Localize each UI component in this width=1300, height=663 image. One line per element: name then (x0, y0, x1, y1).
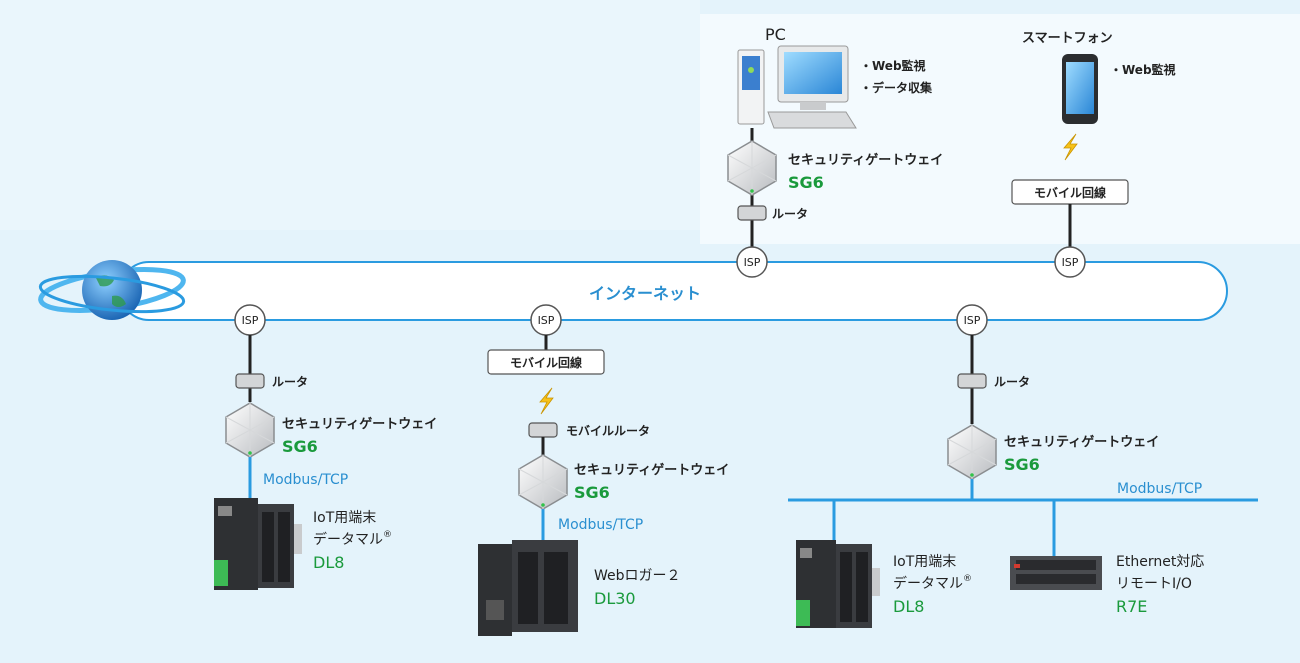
isp-label-right: ISP (964, 314, 981, 327)
controller-icon (214, 498, 302, 590)
globe-icon (38, 260, 186, 320)
controller-icon (478, 540, 578, 636)
left-router-label: ルータ (272, 375, 308, 389)
r7e-line2: リモートI/O (1116, 576, 1192, 592)
pc-icon (737, 45, 857, 129)
middle-gateway-model: SG6 (574, 483, 610, 502)
r7e-model: R7E (1116, 597, 1147, 616)
pc-gateway-label: セキュリティゲートウェイ (788, 152, 943, 168)
smartphone-function-1: ・Web監視 (1110, 62, 1176, 77)
router-icon (957, 373, 987, 389)
right-dl8-model: DL8 (893, 597, 924, 616)
controller-icon (796, 540, 880, 628)
middle-gateway-label: セキュリティゲートウェイ (574, 462, 729, 478)
left-dl8-line2: データマル® (313, 530, 392, 548)
isp-label-middle: ISP (538, 314, 555, 327)
gateway-icon (947, 424, 997, 480)
right-dl8-line2: データマル® (893, 574, 972, 592)
router-icon (737, 205, 767, 221)
right-gateway-label: セキュリティゲートウェイ (1004, 434, 1159, 450)
lightning-icon (539, 387, 554, 415)
smartphone-title: スマートフォン (1022, 31, 1113, 46)
left-protocol: Modbus/TCP (263, 472, 348, 488)
left-dl8-model: DL8 (313, 553, 344, 572)
pc-router-label: ルータ (772, 207, 808, 221)
middle-protocol: Modbus/TCP (558, 517, 643, 533)
left-dl8-line1: IoT用端末 (313, 510, 376, 526)
mobile-line-box-middle (487, 349, 605, 375)
pc-gateway-model: SG6 (788, 173, 824, 192)
dl30-line1: Webロガー２ (594, 568, 681, 584)
right-router-label: ルータ (994, 375, 1030, 389)
smartphone-icon (1062, 54, 1098, 124)
mobile-router-label: モバイルルータ (566, 424, 650, 438)
router-icon (235, 373, 265, 389)
right-gateway-model: SG6 (1004, 455, 1040, 474)
right-protocol: Modbus/TCP (1117, 481, 1202, 497)
left-gateway-label: セキュリティゲートウェイ (282, 416, 437, 432)
left-gateway-model: SG6 (282, 437, 318, 456)
dl30-model: DL30 (594, 589, 636, 608)
gateway-icon (225, 402, 275, 458)
isp-label-left: ISP (242, 314, 259, 327)
pc-title: PC (765, 25, 786, 44)
remote-io-icon (1010, 556, 1102, 590)
mobile-line-label-middle: モバイル回線 (510, 355, 582, 370)
isp-label-phone: ISP (1062, 256, 1079, 269)
pc-function-1: ・Web監視 (860, 58, 926, 73)
pc-function-2: ・データ収集 (860, 80, 933, 95)
right-dl8-line1: IoT用端末 (893, 554, 956, 570)
gateway-icon (518, 454, 568, 510)
mobile-line-label-top: モバイル回線 (1034, 185, 1106, 200)
router-icon (528, 422, 558, 438)
internet-label: インターネット (589, 284, 701, 303)
upper-left-panel (0, 0, 700, 230)
isp-label-pc: ISP (744, 256, 761, 269)
r7e-line1: Ethernet対応 (1116, 554, 1204, 570)
